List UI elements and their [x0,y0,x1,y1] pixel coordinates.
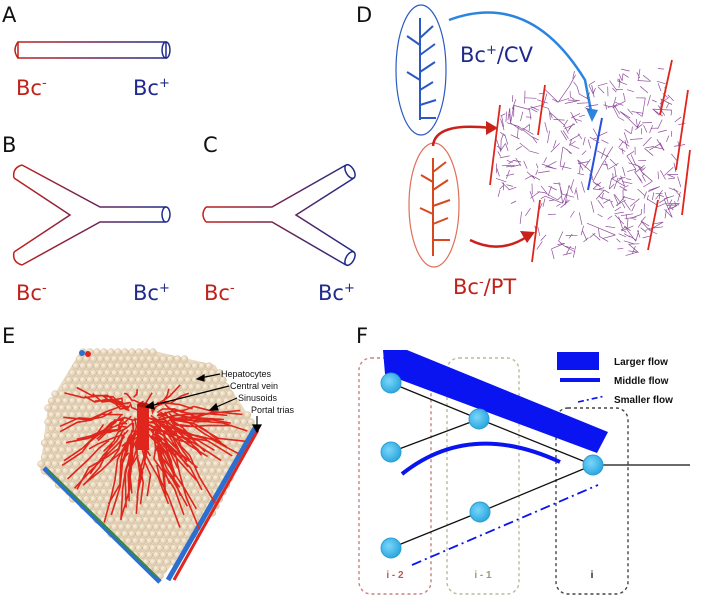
panel-d-top-label: Bc+/CV [460,43,534,67]
panel-b-label: B [2,133,16,157]
panel-e: E Hepatocytes Central vein Sinusoids Por… [2,324,295,584]
sinusoid-mesh [495,68,686,260]
pt-tree-icon [419,158,451,256]
annotation-portal-trias: Portal trias [251,405,295,415]
tube-branch-converging [13,164,166,266]
cv-tree-icon [406,18,437,120]
graph-nodes [380,372,604,559]
arrow-to-cv [448,11,594,117]
node [468,408,490,430]
legend-larger-flow: Larger flow [614,357,668,368]
column-label-i-2: i - 2 [386,570,404,581]
column-i [555,407,629,595]
node [380,441,402,463]
legend-middle-flow: Middle flow [614,376,669,387]
arrow-to-pt-bottom [469,234,529,248]
panel-c-right-label: Bc+ [318,281,355,305]
column-label-i: i [591,570,594,581]
tube-branch-diverging [206,164,355,266]
central-vein [137,405,149,450]
node [469,501,491,523]
panel-a-right-label: Bc+ [133,76,170,100]
panel-b-right-label: Bc+ [133,281,170,305]
graph-edges [390,382,690,549]
column-i-2 [358,357,432,595]
panel-a: A Bc- Bc+ [2,3,171,100]
portal-lines [489,59,691,263]
panel-d-bottom-label: Bc-/PT [453,275,516,299]
lobule-3d-render [37,348,260,584]
node [582,454,604,476]
panel-f-label: F [356,324,368,348]
arrow-to-pt-top [431,125,491,147]
cv-oval [395,4,447,136]
panel-c-label: C [203,133,218,157]
panel-d-label: D [356,3,372,27]
legend-smaller-flow: Smaller flow [614,395,673,406]
panel-d: D Bc+/CV Bc-/PT [356,3,691,299]
panel-c-left-label: Bc- [204,281,235,305]
node [380,537,402,559]
legend-swatch-smaller [577,395,606,403]
middle-flow-curve [400,441,561,476]
lobule-network [495,68,686,260]
panel-e-label: E [2,324,15,348]
node [380,372,402,394]
panel-a-label: A [2,3,17,27]
panel-b: B Bc- Bc+ [2,133,171,305]
tube-straight [17,41,167,59]
panel-e-annotations: Hepatocytes Central vein Sinusoids Porta… [144,369,295,434]
panel-f: F i - 2 i - 1 i Lar [356,324,690,595]
column-i-1 [446,357,520,595]
sinusoid-branches [59,384,248,530]
flow-legend: Larger flow Middle flow Smaller flow [557,352,673,406]
annotation-central-vein: Central vein [230,381,278,391]
panel-a-left-label: Bc- [16,76,47,100]
legend-swatch-larger [557,352,599,370]
central-vein-line [587,117,603,191]
panel-b-left-label: Bc- [16,281,47,305]
larger-flow-band [383,350,608,453]
column-label-i-1: i - 1 [474,570,492,581]
annotation-hepatocytes: Hepatocytes [221,369,272,379]
panel-c: C Bc- Bc+ [202,133,356,305]
smaller-flow-line [411,484,599,566]
annotation-sinusoids: Sinusoids [238,393,278,403]
